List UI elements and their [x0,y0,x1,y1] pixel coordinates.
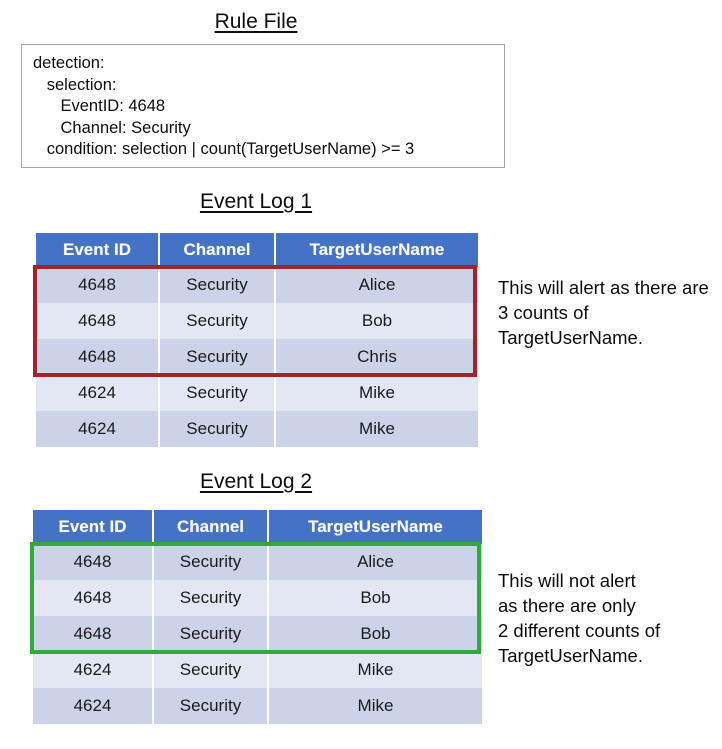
column-header-channel: Channel [159,233,276,267]
rule-line-event-id: EventID: 4648 [33,97,166,115]
rule-file-box: detection: selection: EventID: 4648 Chan… [21,44,505,168]
cell-event-id: 4624 [33,688,154,724]
cell-event-id: 4648 [36,339,160,375]
cell-targetusername: Mike [268,688,482,724]
event-log-2-title: Event Log 2 [199,470,313,493]
cell-targetusername: Alice [275,267,478,303]
annotation-no-alert: This will not alert as there are only 2 … [498,570,661,666]
cell-channel: Security [153,580,269,616]
table-row: 4648 Security Bob [33,580,482,616]
cell-event-id: 4648 [33,544,154,580]
rule-line-condition: condition: selection | count(TargetUserN… [33,140,415,158]
cell-event-id: 4648 [36,303,160,339]
cell-event-id: 4624 [33,652,154,688]
cell-event-id: 4624 [36,411,160,447]
column-header-targetusername: TargetUserName [275,233,478,267]
cell-channel: Security [159,375,276,411]
table-row: 4624 Security Mike [33,688,482,724]
table-row: 4648 Security Alice [36,267,478,303]
table-header-row: Event ID Channel TargetUserName [36,233,478,267]
cell-targetusername: Mike [275,411,478,447]
table-row: 4648 Security Chris [36,339,478,375]
annotation-alert: This will alert as there are 3 counts of… [498,277,709,348]
table-row: 4648 Security Bob [36,303,478,339]
rule-file-title: Rule File [214,10,298,33]
event-log-1-table: Event ID Channel TargetUserName 4648 Sec… [36,233,478,447]
cell-channel: Security [159,267,276,303]
cell-targetusername: Bob [268,616,482,652]
table-header-row: Event ID Channel TargetUserName [33,510,482,544]
cell-event-id: 4648 [33,616,154,652]
cell-event-id: 4624 [36,375,160,411]
table-row: 4624 Security Mike [36,411,478,447]
cell-targetusername: Bob [275,303,478,339]
cell-channel: Security [159,303,276,339]
table-row: 4648 Security Bob [33,616,482,652]
cell-channel: Security [159,411,276,447]
column-header-event-id: Event ID [33,510,154,544]
cell-channel: Security [153,652,269,688]
cell-channel: Security [159,339,276,375]
cell-event-id: 4648 [36,267,160,303]
cell-targetusername: Mike [268,652,482,688]
rule-line-channel: Channel: Security [33,118,191,137]
cell-channel: Security [153,544,269,580]
rule-line-selection: selection: [33,75,117,94]
event-log-2-table: Event ID Channel TargetUserName 4648 Sec… [33,510,482,724]
event-log-1-title: Event Log 1 [199,190,313,213]
table-row: 4624 Security Mike [33,652,482,688]
cell-channel: Security [153,688,269,724]
rule-line-detection: detection: [33,54,105,72]
column-header-targetusername: TargetUserName [268,510,482,544]
cell-event-id: 4648 [33,580,154,616]
cell-channel: Security [153,616,269,652]
cell-targetusername: Mike [275,375,478,411]
column-header-channel: Channel [153,510,269,544]
table-row: 4648 Security Alice [33,544,482,580]
table-row: 4624 Security Mike [36,375,478,411]
column-header-event-id: Event ID [36,233,160,267]
cell-targetusername: Alice [268,544,482,580]
cell-targetusername: Chris [275,339,478,375]
cell-targetusername: Bob [268,580,482,616]
